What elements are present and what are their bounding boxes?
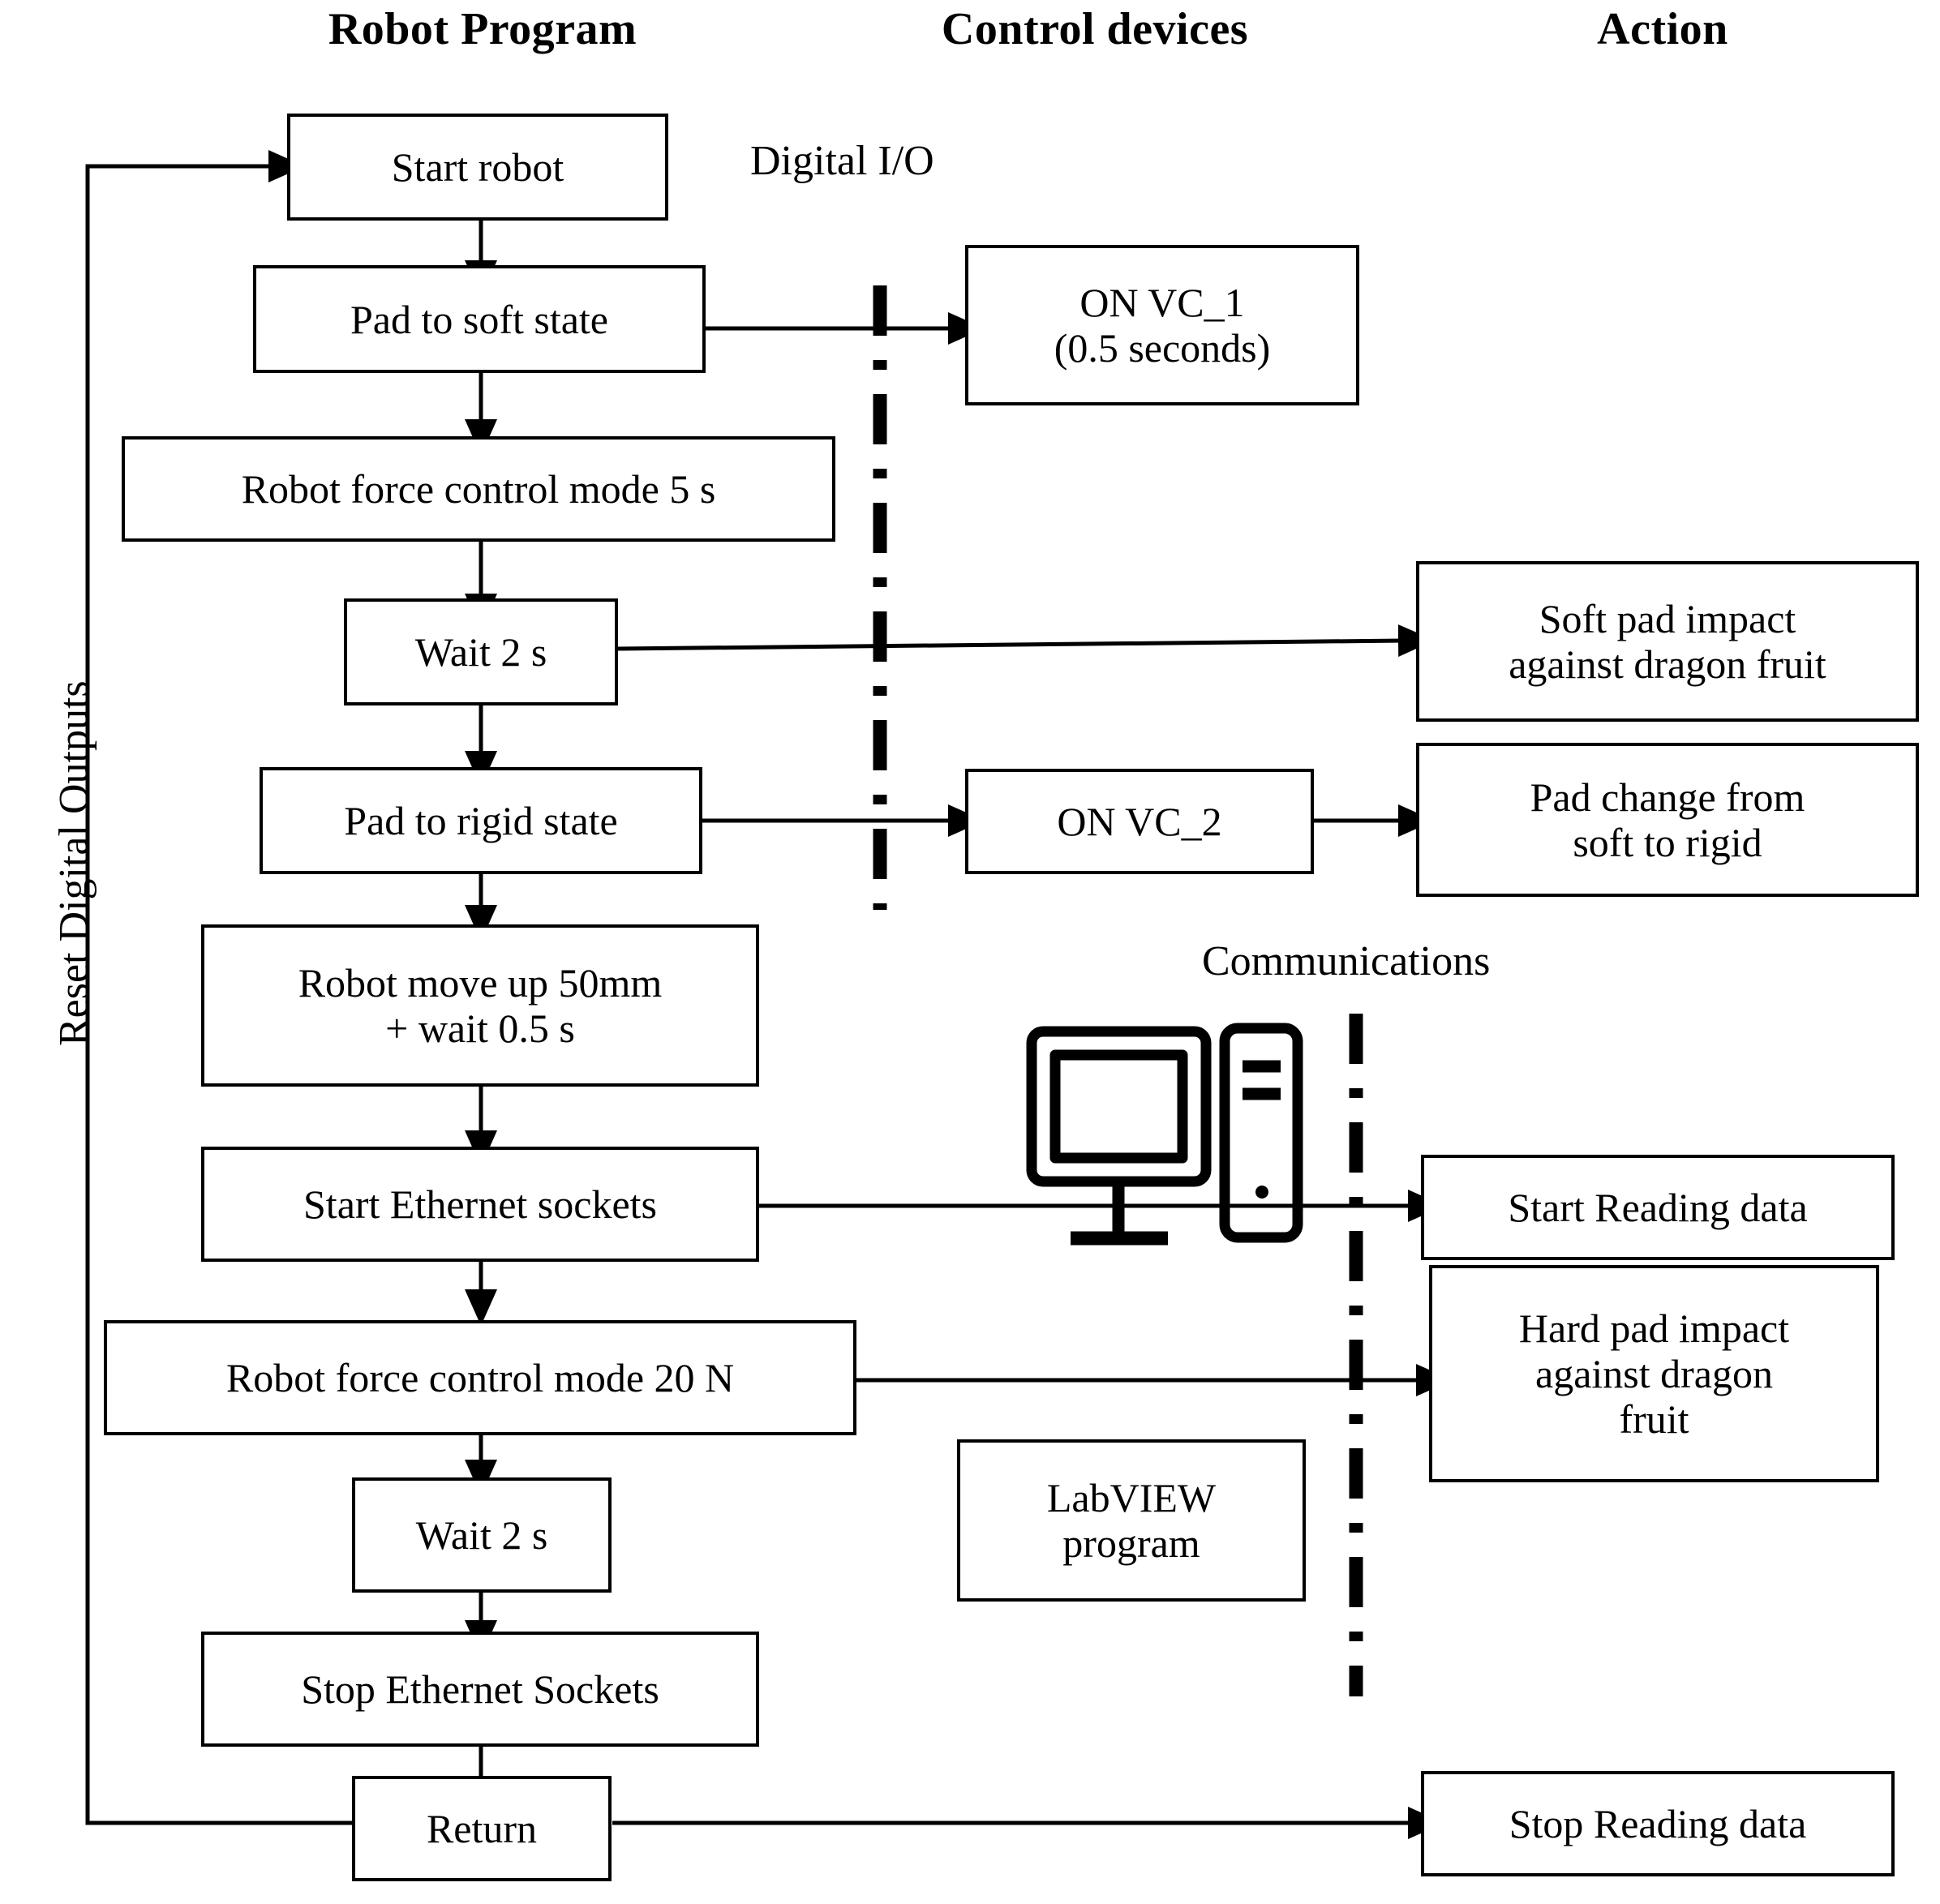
node-label: ON VC_1(0.5 seconds) xyxy=(1054,280,1271,371)
node-start-robot[interactable]: Start robot xyxy=(287,114,668,221)
node-stop-ethernet-sockets[interactable]: Stop Ethernet Sockets xyxy=(201,1632,759,1747)
node-label: Robot move up 50mm+ wait 0.5 s xyxy=(298,960,663,1051)
column-header-robot-program: Robot Program xyxy=(328,4,637,54)
node-stop-reading-data[interactable]: Stop Reading data xyxy=(1421,1771,1895,1876)
node-start-ethernet-sockets[interactable]: Start Ethernet sockets xyxy=(201,1147,759,1262)
node-start-reading-data[interactable]: Start Reading data xyxy=(1421,1155,1895,1260)
node-pad-to-soft-state[interactable]: Pad to soft state xyxy=(253,265,706,373)
node-robot-move-up[interactable]: Robot move up 50mm+ wait 0.5 s xyxy=(201,924,759,1087)
node-robot-force-control-mode-20n[interactable]: Robot force control mode 20 N xyxy=(104,1320,856,1435)
node-label: Start Reading data xyxy=(1508,1185,1808,1230)
node-label: Start Ethernet sockets xyxy=(303,1181,657,1227)
node-on-vc-1[interactable]: ON VC_1(0.5 seconds) xyxy=(965,245,1359,405)
node-wait-2s-second[interactable]: Wait 2 s xyxy=(352,1477,612,1593)
node-label: Stop Reading data xyxy=(1509,1801,1807,1846)
node-pad-to-rigid-state[interactable]: Pad to rigid state xyxy=(260,767,702,874)
lane-label-digital-io: Digital I/O xyxy=(750,138,934,184)
node-label: Robot force control mode 5 s xyxy=(241,466,716,512)
arrow-wait-to-soft-impact xyxy=(617,624,1435,658)
node-on-vc-2[interactable]: ON VC_2 xyxy=(965,769,1314,874)
node-return[interactable]: Return xyxy=(352,1776,612,1881)
node-label: Pad to rigid state xyxy=(344,798,618,843)
reset-feedback-loop xyxy=(85,150,353,1825)
node-label: Return xyxy=(426,1806,538,1851)
node-label: Stop Ethernet Sockets xyxy=(301,1666,659,1712)
node-label: ON VC_2 xyxy=(1057,799,1222,844)
node-label: Wait 2 s xyxy=(415,1512,548,1558)
node-robot-force-control-mode-5s[interactable]: Robot force control mode 5 s xyxy=(122,436,835,542)
side-label-reset-digital-outputs: Reset Digital Outputs xyxy=(51,680,97,1046)
node-label: Pad to soft state xyxy=(350,296,609,342)
node-label: Start robot xyxy=(391,144,564,190)
column-header-action: Action xyxy=(1597,4,1728,54)
node-wait-2s-first[interactable]: Wait 2 s xyxy=(344,598,618,705)
column-header-control-devices: Control devices xyxy=(941,4,1249,54)
node-label: Robot force control mode 20 N xyxy=(225,1355,735,1400)
desktop-computer-icon xyxy=(1026,1023,1303,1246)
lane-label-communications: Communications xyxy=(1202,938,1491,984)
node-label: Wait 2 s xyxy=(414,629,547,675)
